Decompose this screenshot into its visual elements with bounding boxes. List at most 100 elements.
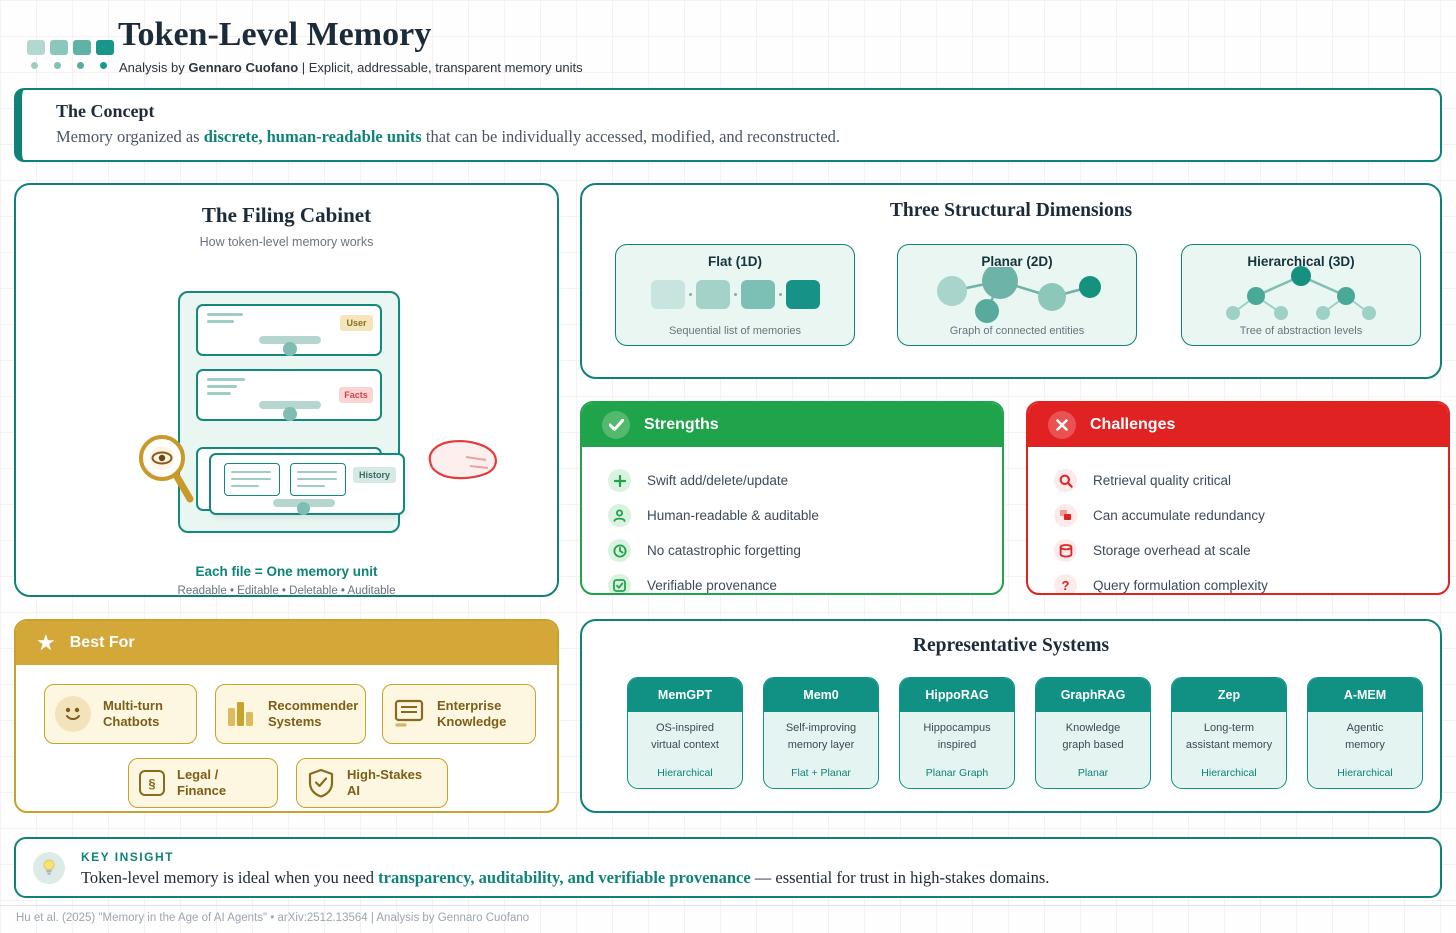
best-for-chip-chatbots: Multi-turn Chatbots <box>44 684 197 744</box>
filing-caption-sub: Readable • Editable • Deletable • Audita… <box>177 585 396 597</box>
dimension-caption: Graph of connected entities <box>949 325 1085 337</box>
magnifier-eye-icon <box>139 435 194 503</box>
strength-item: Human-readable & auditable <box>582 498 1002 533</box>
system-desc-line: OS-inspired <box>655 722 715 734</box>
dimension-label: Hierarchical (3D) <box>1247 254 1355 269</box>
key-insight-prefix: Token-level memory is ideal when you nee… <box>81 868 379 887</box>
history-mini-card <box>290 463 346 496</box>
best-for-chip-high-stakes: High-Stakes AI <box>296 758 448 808</box>
system-desc-line: Long-term <box>1203 722 1255 734</box>
system-desc-line: Agentic <box>1346 722 1384 734</box>
system-card-zep: Zep Long-term assistant memory Hierarchi… <box>1171 677 1287 789</box>
strength-item: No catastrophic forgetting <box>582 533 1002 568</box>
system-card-memgpt: MemGPT OS-inspired virtual context Hiera… <box>627 677 743 789</box>
system-desc-line: inspired <box>937 739 977 751</box>
system-card-graphrag: GraphRAG Knowledge graph based Planar <box>1035 677 1151 789</box>
concept-text-suffix: that can be individually accessed, modif… <box>421 127 841 146</box>
system-name: GraphRAG <box>1036 678 1150 712</box>
strength-label: Swift add/delete/update <box>647 473 789 488</box>
subtitle-author: Gennaro Cuofano <box>188 60 299 75</box>
history-mini-card <box>224 463 280 496</box>
key-insight-box: KEY INSIGHT Token-level memory is ideal … <box>14 837 1442 898</box>
challenge-item: Can accumulate redundancy <box>1028 498 1448 533</box>
memory-file-user: User <box>196 304 382 356</box>
user-tab: User <box>340 315 373 331</box>
dimension-label: Planar (2D) <box>981 254 1053 269</box>
best-for-label: High-Stakes AI <box>347 767 423 798</box>
best-for-label: Enterprise Knowledge <box>437 698 507 729</box>
page-subtitle: Analysis by Gennaro Cuofano | Explicit, … <box>119 60 583 75</box>
question-icon: ? <box>1054 574 1077 593</box>
system-name: Mem0 <box>764 678 878 712</box>
system-type: Flat + Planar <box>791 767 851 779</box>
challenge-label: Retrieval quality critical <box>1093 473 1232 488</box>
database-icon <box>1054 539 1077 562</box>
check-square-icon <box>608 574 631 593</box>
strength-label: Human-readable & auditable <box>647 508 819 523</box>
system-type: Hierarchical <box>1337 767 1393 779</box>
dimensions-panel: Three Structural Dimensions Flat (1D) Se… <box>580 183 1442 379</box>
system-desc-line: memory <box>1345 739 1385 751</box>
system-card-mem0: Mem0 Self-improving memory layer Flat + … <box>763 677 879 789</box>
layers-icon <box>1054 504 1077 527</box>
hand-icon <box>428 440 497 480</box>
system-name: Zep <box>1172 678 1286 712</box>
strength-label: No catastrophic forgetting <box>647 543 801 558</box>
subtitle-suffix: | Explicit, addressable, transparent mem… <box>298 60 583 75</box>
logo-dots-icon <box>31 62 107 69</box>
challenges-title: Challenges <box>1090 416 1176 433</box>
search-icon <box>1054 469 1077 492</box>
memory-file-history: History <box>209 453 405 515</box>
strengths-panel: Strengths Swift add/delete/update Human-… <box>580 401 1004 595</box>
system-type: Hierarchical <box>1201 767 1257 779</box>
lightbulb-icon <box>33 852 65 884</box>
logo-squares-icon <box>27 40 114 55</box>
system-type: Planar Graph <box>925 767 989 779</box>
dimension-card-flat: Flat (1D) Sequential list of memories <box>615 244 855 346</box>
system-card-hipporag: HippoRAG Hippocampus inspired Planar Gra… <box>899 677 1015 789</box>
plus-icon <box>608 469 631 492</box>
strength-item: Verifiable provenance <box>582 568 1002 593</box>
filing-cabinet-title: The Filing Cabinet <box>201 203 372 227</box>
system-name: MemGPT <box>628 678 742 712</box>
system-desc-line: Self-improving <box>785 722 857 734</box>
concept-text-highlight: discrete, human-readable units <box>203 127 422 146</box>
person-icon <box>608 504 631 527</box>
facts-tab: Facts <box>339 387 373 403</box>
challenge-label: Can accumulate redundancy <box>1093 508 1265 523</box>
filing-cabinet-panel: The Filing Cabinet How token-level memor… <box>14 183 559 597</box>
planar-graph-icon <box>937 263 1101 323</box>
best-for-chip-enterprise: Enterprise Knowledge <box>382 684 536 744</box>
system-desc-line: virtual context <box>651 739 719 751</box>
system-name: A-MEM <box>1308 678 1422 712</box>
check-circle-icon <box>602 411 630 439</box>
system-type: Hierarchical <box>657 767 713 779</box>
best-for-label: Multi-turn Chatbots <box>103 698 163 729</box>
flat-sequence-icon <box>616 280 854 309</box>
system-type: Planar <box>1077 767 1109 779</box>
filing-caption-bold: Each file = One memory unit <box>195 564 378 579</box>
dimension-caption: Tree of abstraction levels <box>1239 325 1363 337</box>
challenge-label: Storage overhead at scale <box>1093 543 1251 558</box>
challenges-panel: Challenges Retrieval quality critical Ca… <box>1026 401 1450 595</box>
dimension-label: Flat (1D) <box>708 254 762 269</box>
key-insight-highlight: transparency, auditability, and verifiab… <box>378 868 751 887</box>
strength-label: Verifiable provenance <box>647 578 777 593</box>
system-name: HippoRAG <box>900 678 1014 712</box>
concept-box: The Concept Memory organized as discrete… <box>14 88 1442 162</box>
key-insight-suffix: — essential for trust in high-stakes dom… <box>750 868 1050 887</box>
clock-icon <box>608 539 631 562</box>
footer-citation: Hu et al. (2025) "Memory in the Age of A… <box>16 912 530 924</box>
best-for-title: Best For <box>69 634 135 651</box>
concept-text-prefix: Memory organized as <box>56 127 204 146</box>
star-icon: ★ <box>36 630 56 655</box>
subtitle-prefix: Analysis by <box>119 60 189 75</box>
systems-title: Representative Systems <box>912 635 1110 656</box>
system-desc-line: Hippocampus <box>923 722 991 734</box>
dimension-caption: Sequential list of memories <box>668 325 802 337</box>
best-for-panel: ★ Best For Multi-turn Chatbots Recommend… <box>14 619 559 813</box>
best-for-chip-legal: § Legal / Finance <box>128 758 278 808</box>
best-for-label: Recommender Systems <box>268 698 359 729</box>
system-card-a-mem: A-MEM Agentic memory Hierarchical <box>1307 677 1423 789</box>
strengths-title: Strengths <box>644 416 719 433</box>
